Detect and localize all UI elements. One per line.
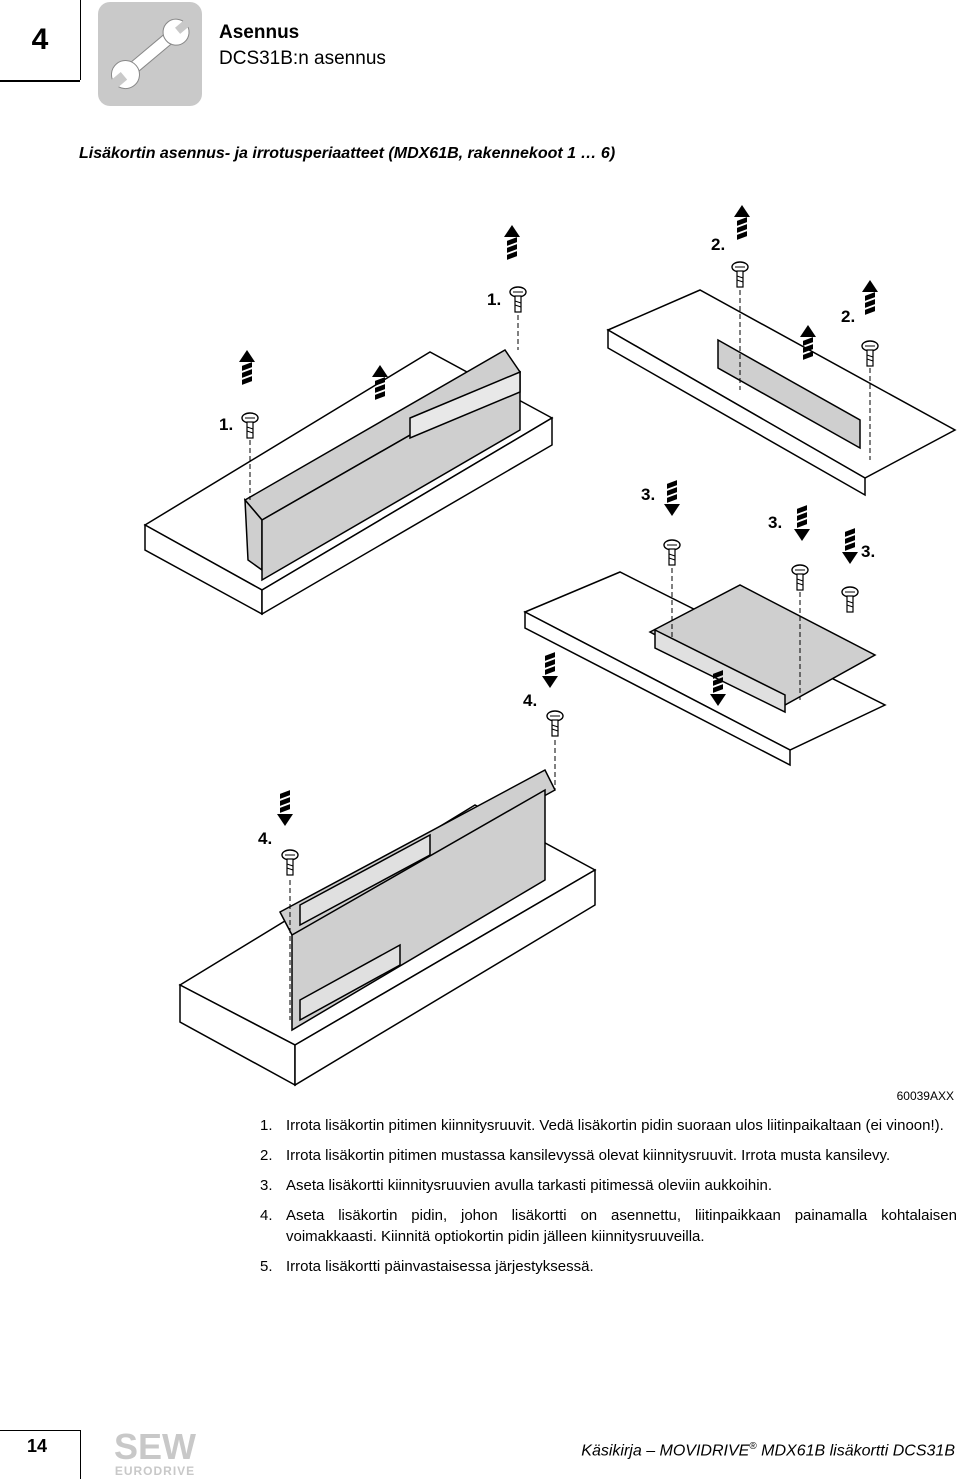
footer-divider [80, 1430, 81, 1479]
drive-base-top [143, 349, 554, 616]
wrench-icon [98, 2, 202, 106]
list-item: 5.Irrota lisäkortti päinvastaisessa järj… [260, 1258, 594, 1275]
sew-eurodrive-logo: SEW EURODRIVE [114, 1427, 196, 1477]
holder-with-card [523, 571, 887, 767]
figure-label: 2. [711, 235, 725, 254]
figure-label: 3. [641, 485, 655, 504]
installation-figure: 1. 1. 2. 2. 3. 3. 3. 4. 4. [143, 205, 957, 1087]
figure-label: 3. [768, 513, 782, 532]
figure-label: 4. [523, 691, 537, 710]
chapter-divider [0, 80, 80, 82]
section-title: Lisäkortin asennus- ja irrotusperiaattee… [79, 145, 616, 162]
figure-label: 3. [861, 542, 875, 561]
header-subtitle: DCS31B:n asennus [219, 48, 386, 69]
holder-with-cover [606, 289, 957, 497]
figure-id: 60039AXX [896, 1089, 954, 1103]
footer-divider [0, 1430, 80, 1431]
header-title: Asennus [219, 22, 300, 43]
list-item: 1.Irrota lisäkortin pitimen kiinnitysruu… [260, 1117, 944, 1134]
chapter-number: 4 [0, 0, 81, 80]
document-title: Käsikirja – MOVIDRIVE® MDX61B lisäkortti… [581, 1441, 955, 1460]
figure-label: 1. [219, 415, 233, 434]
drive-base-bottom [178, 768, 597, 1087]
instruction-list: 1.Irrota lisäkortin pitimen kiinnitysruu… [260, 1115, 957, 1286]
list-item: 2.Irrota lisäkortin pitimen mustassa kan… [260, 1147, 891, 1164]
page-number: 14 [27, 1436, 48, 1456]
figure-label: 4. [258, 829, 272, 848]
list-item: 4.Aseta lisäkortin pidin, johon lisäkort… [260, 1207, 957, 1245]
svg-text:SEW: SEW [114, 1427, 196, 1467]
figure-label: 1. [487, 290, 501, 309]
svg-text:EURODRIVE: EURODRIVE [115, 1464, 195, 1477]
figure-label: 2. [841, 307, 855, 326]
list-item: 3.Aseta lisäkortti kiinnitysruuvien avul… [260, 1177, 773, 1194]
